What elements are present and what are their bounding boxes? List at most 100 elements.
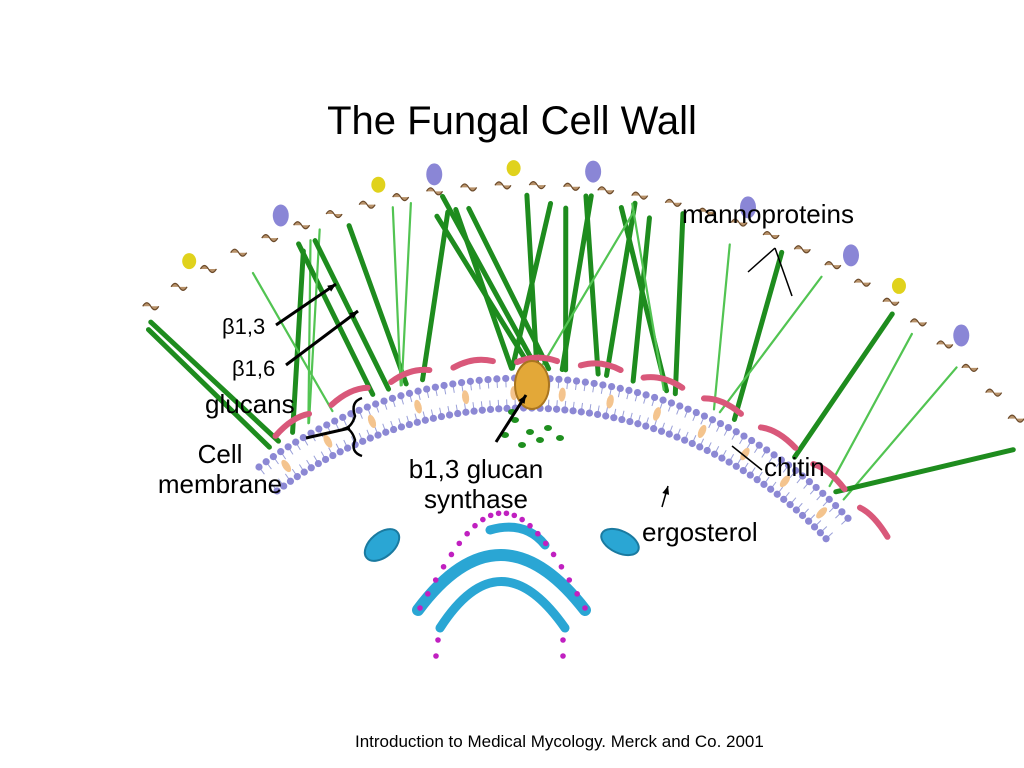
lipid-head <box>773 490 781 498</box>
glucan-fiber <box>712 243 731 411</box>
chitin-segment <box>640 374 686 391</box>
chitin-pointer <box>731 445 763 471</box>
lipid-head <box>650 425 658 433</box>
purple-protein <box>843 244 859 267</box>
lipid-head <box>832 501 840 510</box>
glucan-fiber <box>440 193 540 371</box>
glucan-fiber <box>290 248 306 435</box>
lipid-head <box>380 397 388 405</box>
lipid-head <box>277 448 285 456</box>
glucan-fiber <box>346 223 409 387</box>
lipid-head <box>581 378 589 386</box>
lipid-head <box>659 396 667 404</box>
lipid-head <box>798 511 807 520</box>
glucan-fiber <box>296 241 376 397</box>
lipid-head <box>449 380 457 388</box>
lipid-head <box>286 477 295 485</box>
lipid-head <box>484 375 492 384</box>
yellow-protein <box>182 253 197 270</box>
vesicle-dot <box>560 653 566 659</box>
glucan-product-dot <box>556 435 564 441</box>
lipid-head <box>405 389 414 397</box>
lipid-head <box>684 405 692 413</box>
lipid-head <box>767 485 775 493</box>
lipid-head <box>777 456 785 464</box>
lipid-head <box>293 473 301 481</box>
purple-protein <box>585 160 602 183</box>
cell-membrane-pointer <box>305 426 351 440</box>
ergosterol-molecule <box>461 390 470 405</box>
glucan-fiber <box>630 215 652 384</box>
mannan-chain <box>824 261 842 270</box>
lipid-head <box>374 431 382 439</box>
vesicle-dot <box>542 540 549 547</box>
vesicle-dot <box>464 530 470 537</box>
glucan-fiber <box>391 206 402 387</box>
vesicle-dot <box>425 591 431 597</box>
ergosterol-molecule <box>367 414 377 429</box>
lipid-head <box>642 391 650 399</box>
lipid-head <box>780 495 788 503</box>
glucan-product-dot <box>518 442 526 448</box>
purple-protein <box>739 196 756 219</box>
lipid-head <box>805 478 814 486</box>
lipid-head <box>676 402 684 410</box>
glucan-fiber <box>420 209 451 383</box>
lipid-head <box>544 405 552 413</box>
lipid-head <box>633 388 642 397</box>
chitin-segment <box>700 395 744 417</box>
chitin-segment <box>856 504 891 540</box>
lipid-head <box>269 453 277 461</box>
glucan-fiber <box>466 205 552 372</box>
lipid-head <box>732 428 740 436</box>
lipid-head <box>792 506 800 514</box>
glucan-fiber <box>400 202 412 387</box>
mannan-chain <box>528 181 546 190</box>
lipid-head <box>577 408 585 416</box>
ergosterol-molecule <box>652 407 661 421</box>
lipid-head <box>397 423 406 431</box>
glucan-fiber <box>842 366 958 501</box>
lipid-head <box>657 427 666 435</box>
lipid-head <box>703 446 711 455</box>
ergosterol-molecule <box>281 459 292 473</box>
vesicle-dot <box>480 516 486 523</box>
lipid-head <box>673 433 681 441</box>
glucan-fiber <box>731 249 785 422</box>
lipid-head <box>732 462 740 470</box>
lipid-head <box>344 444 352 452</box>
lipid-head <box>336 448 344 456</box>
vesicle-dot <box>582 605 588 611</box>
mannan-chain <box>199 264 217 274</box>
lipid-head <box>822 535 830 543</box>
vesicle-dot <box>574 591 580 597</box>
lipid-head <box>414 387 422 395</box>
lipid-head <box>740 432 748 440</box>
beta-1-6-label: β1,6 <box>232 356 276 381</box>
mannan-chain <box>597 186 615 195</box>
lipid-head <box>284 443 292 451</box>
glucan-product-dot <box>511 417 519 423</box>
vesicle-dot <box>495 510 502 517</box>
lipid-head <box>307 464 315 472</box>
mannan-chain <box>730 218 748 227</box>
lipid-head <box>739 467 747 475</box>
lipid-head <box>594 410 602 419</box>
glucan-fiber <box>307 228 321 425</box>
lipid-head <box>331 417 339 425</box>
beta-1-6-arrow-head <box>349 311 358 319</box>
purple-protein <box>426 163 443 186</box>
lipid-head <box>553 405 561 413</box>
mannan-chain <box>325 209 343 219</box>
vesicle-dot <box>487 512 494 519</box>
er-membrane <box>485 522 550 550</box>
mannoprotein-chains <box>142 160 1024 423</box>
lipid-head <box>665 430 673 438</box>
lipid-head <box>763 446 771 454</box>
lipid-head <box>696 443 704 451</box>
er-membrane <box>412 549 591 616</box>
lipid-head <box>561 406 569 414</box>
glucan-synthase-arrow-head <box>518 395 526 404</box>
lipid-head <box>844 514 852 522</box>
lipid-head <box>363 403 371 411</box>
